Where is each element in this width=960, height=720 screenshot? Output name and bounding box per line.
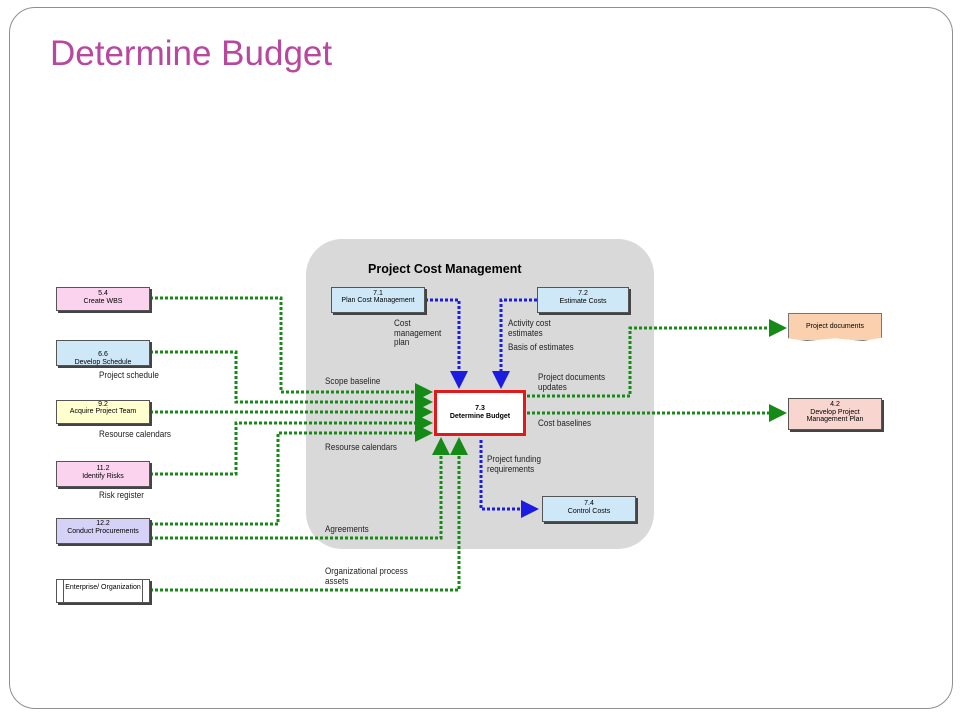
project-documents[interactable]: Project documents	[788, 313, 882, 341]
connector-plan-cost	[425, 298, 468, 389]
process-conduct-procurements[interactable]: 12.2 Conduct Procurements	[56, 518, 150, 544]
connector-project-documents-updates	[527, 319, 787, 398]
label-project-schedule: Project schedule	[99, 370, 159, 380]
label-resource-calendars-mid: Resourse calendars	[325, 442, 397, 452]
process-acquire-team[interactable]: 9.2 Acquire Project Team	[56, 400, 150, 424]
panel-title: Project Cost Management	[368, 262, 522, 276]
process-identify-risks[interactable]: 11.2 Identify Risks	[56, 461, 150, 487]
slide-title: Determine Budget	[50, 34, 333, 73]
process-create-wbs[interactable]: 5.4 Create WBS	[56, 287, 150, 311]
connector-create-wbs	[150, 296, 433, 401]
label-scope-baseline: Scope baseline	[325, 376, 381, 386]
label-project-documents-updates: Project documents updates	[538, 372, 606, 392]
process-develop-pm-plan[interactable]: 4.2 Develop Project Management Plan	[788, 398, 882, 430]
process-estimate-costs[interactable]: 7.2 Estimate Costs	[537, 287, 629, 313]
connector-estimate-costs	[492, 298, 537, 389]
label-risk-register: Risk register	[99, 490, 144, 500]
process-control-costs[interactable]: 7.4 Control Costs	[542, 496, 636, 522]
label-basis-of-estimates: Basis of estimates	[508, 342, 574, 352]
process-determine-budget[interactable]: 7.3 Determine Budget	[434, 390, 526, 436]
label-cost-baselines: Cost baselines	[538, 418, 592, 428]
connector-identify-risks	[150, 414, 433, 476]
connector-control-costs	[479, 440, 539, 518]
connector-develop-schedule	[150, 350, 433, 411]
process-develop-schedule[interactable]: 6.6 Develop Schedule	[56, 340, 150, 366]
label-org-process-assets: Organizational process assets	[325, 566, 408, 586]
enterprise-organization[interactable]: Enterprise/ Organization	[56, 579, 150, 603]
label-cost-management-plan: Cost management plan	[394, 318, 442, 347]
connector-agreements	[150, 437, 450, 540]
label-project-funding-requirements: Project funding requirements	[487, 454, 541, 474]
label-agreements: Agreements	[325, 524, 369, 534]
label-activity-cost-estimates: Activity cost estimates	[508, 318, 551, 338]
connector-enterprise	[150, 437, 468, 592]
process-plan-cost-management[interactable]: 7.1 Plan Cost Management	[331, 287, 425, 313]
label-resource-calendars-left: Resourse calendars	[99, 429, 171, 439]
connector-conduct-procurements	[150, 424, 433, 526]
